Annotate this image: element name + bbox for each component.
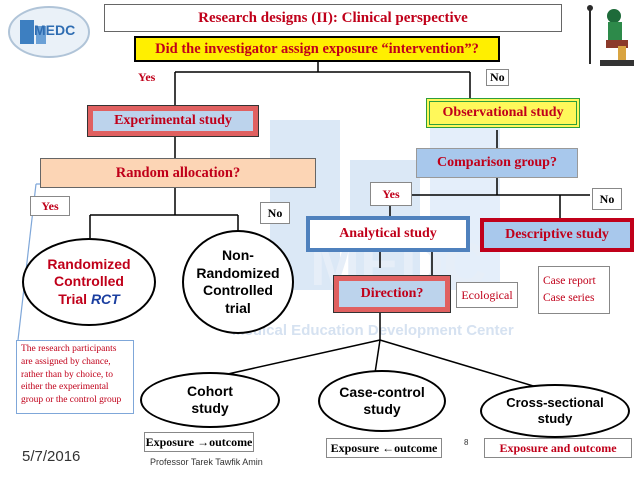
cross-sectional-oval: Cross-sectional study xyxy=(480,384,630,438)
case-report-text: Case report xyxy=(543,274,596,287)
exposure-casecontrol-box: Exposure ←outcome xyxy=(326,438,442,458)
exposure-cohort-box: Exposure →outcome xyxy=(144,432,254,452)
note-line2: are assigned by chance, xyxy=(21,356,111,367)
page-number: 8 xyxy=(464,438,469,447)
cohort-line2: study xyxy=(191,400,229,416)
nonrand-line3: Controlled xyxy=(202,282,273,298)
cohort-oval: Cohort study xyxy=(140,372,280,428)
medc-logo: MEDC xyxy=(6,4,92,60)
nonrand-line2: Randomized xyxy=(196,264,280,281)
top-yes-label: Yes xyxy=(138,70,156,84)
casecontrol-line1: Case-control xyxy=(339,383,425,400)
rct-abbrev: RCT xyxy=(90,290,120,307)
case-report-box: Case report Case series xyxy=(538,266,610,314)
nonrand-line4: trial xyxy=(225,299,251,316)
rct-oval: Randomized Controlled Trial RCT xyxy=(22,238,156,326)
analytical-study-box: Analytical study xyxy=(306,216,470,252)
random-allocation-box: Random allocation? xyxy=(40,158,316,188)
note-line4: either the experimental xyxy=(21,382,109,393)
pharaoh-figure-icon xyxy=(584,2,638,68)
cross-line1: Cross-sectional xyxy=(506,394,604,410)
exp-no-label: No xyxy=(260,202,290,224)
top-no-label: No xyxy=(486,69,509,86)
rct-line2: Controlled xyxy=(53,273,124,290)
rct-line3: Trial xyxy=(58,290,91,307)
case-control-oval: Case-control study xyxy=(318,370,446,432)
page-title: Research designs (II): Clinical perspect… xyxy=(104,4,562,32)
descriptive-study-box: Descriptive study xyxy=(480,218,634,252)
question-box: Did the investigator assign exposure “in… xyxy=(134,36,500,62)
exp-yes-label: Yes xyxy=(30,196,70,216)
case-series-text: Case series xyxy=(543,292,595,304)
comparison-group-box: Comparison group? xyxy=(416,148,578,178)
note-line5: group or the control group xyxy=(21,395,122,406)
note-line1: The research participants xyxy=(21,344,117,354)
footer-author: Professor Tarek Tawfik Amin xyxy=(150,457,263,467)
randomization-note: The research participants are assigned b… xyxy=(16,340,134,414)
obs-no-label: No xyxy=(592,188,622,210)
experimental-study-box: Experimental study xyxy=(87,105,259,137)
cross-line2: study xyxy=(537,411,573,426)
nonrand-line1: Non- xyxy=(222,247,254,263)
rct-line1: Randomized xyxy=(47,255,131,272)
cohort-line1: Cohort xyxy=(187,382,233,399)
casecontrol-line2: study xyxy=(363,401,401,417)
footer-date: 5/7/2016 xyxy=(22,448,81,465)
logo-text: MEDC xyxy=(34,22,76,38)
nonrandomized-oval: Non- Randomized Controlled trial xyxy=(182,230,294,334)
exposure-cross-box: Exposure and outcome xyxy=(484,438,632,458)
watermark-text: Medical Education Development Center xyxy=(232,322,514,339)
note-line3: rather than by choice, to xyxy=(21,369,114,380)
ecological-box: Ecological xyxy=(456,282,518,308)
observational-study-box: Observational study xyxy=(426,98,580,128)
obs-yes-label: Yes xyxy=(370,182,412,206)
direction-box: Direction? xyxy=(333,275,451,313)
